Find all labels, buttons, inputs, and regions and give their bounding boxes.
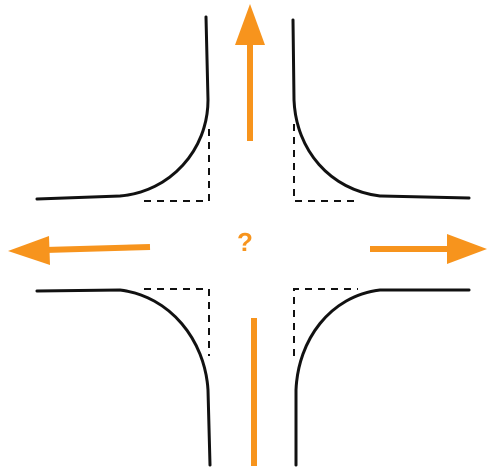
question-mark-label: ? [237, 227, 253, 257]
arrow-right [370, 234, 487, 264]
road-edge-top-left [35, 15, 210, 201]
dashed-guide-bottom-right [293, 288, 358, 356]
movement-arrows [8, 4, 487, 466]
dashed-guide-top-left [144, 124, 210, 202]
road-edge-bottom-left [35, 288, 212, 467]
dashed-guides [144, 124, 358, 356]
road-edges [35, 15, 471, 467]
arrow-left [8, 236, 151, 265]
road-edge-top-right [291, 18, 471, 200]
arrow-up [235, 4, 265, 141]
road-edge-bottom-right [294, 288, 471, 467]
dashed-guide-top-right [293, 124, 358, 202]
dashed-guide-bottom-left [144, 288, 210, 356]
